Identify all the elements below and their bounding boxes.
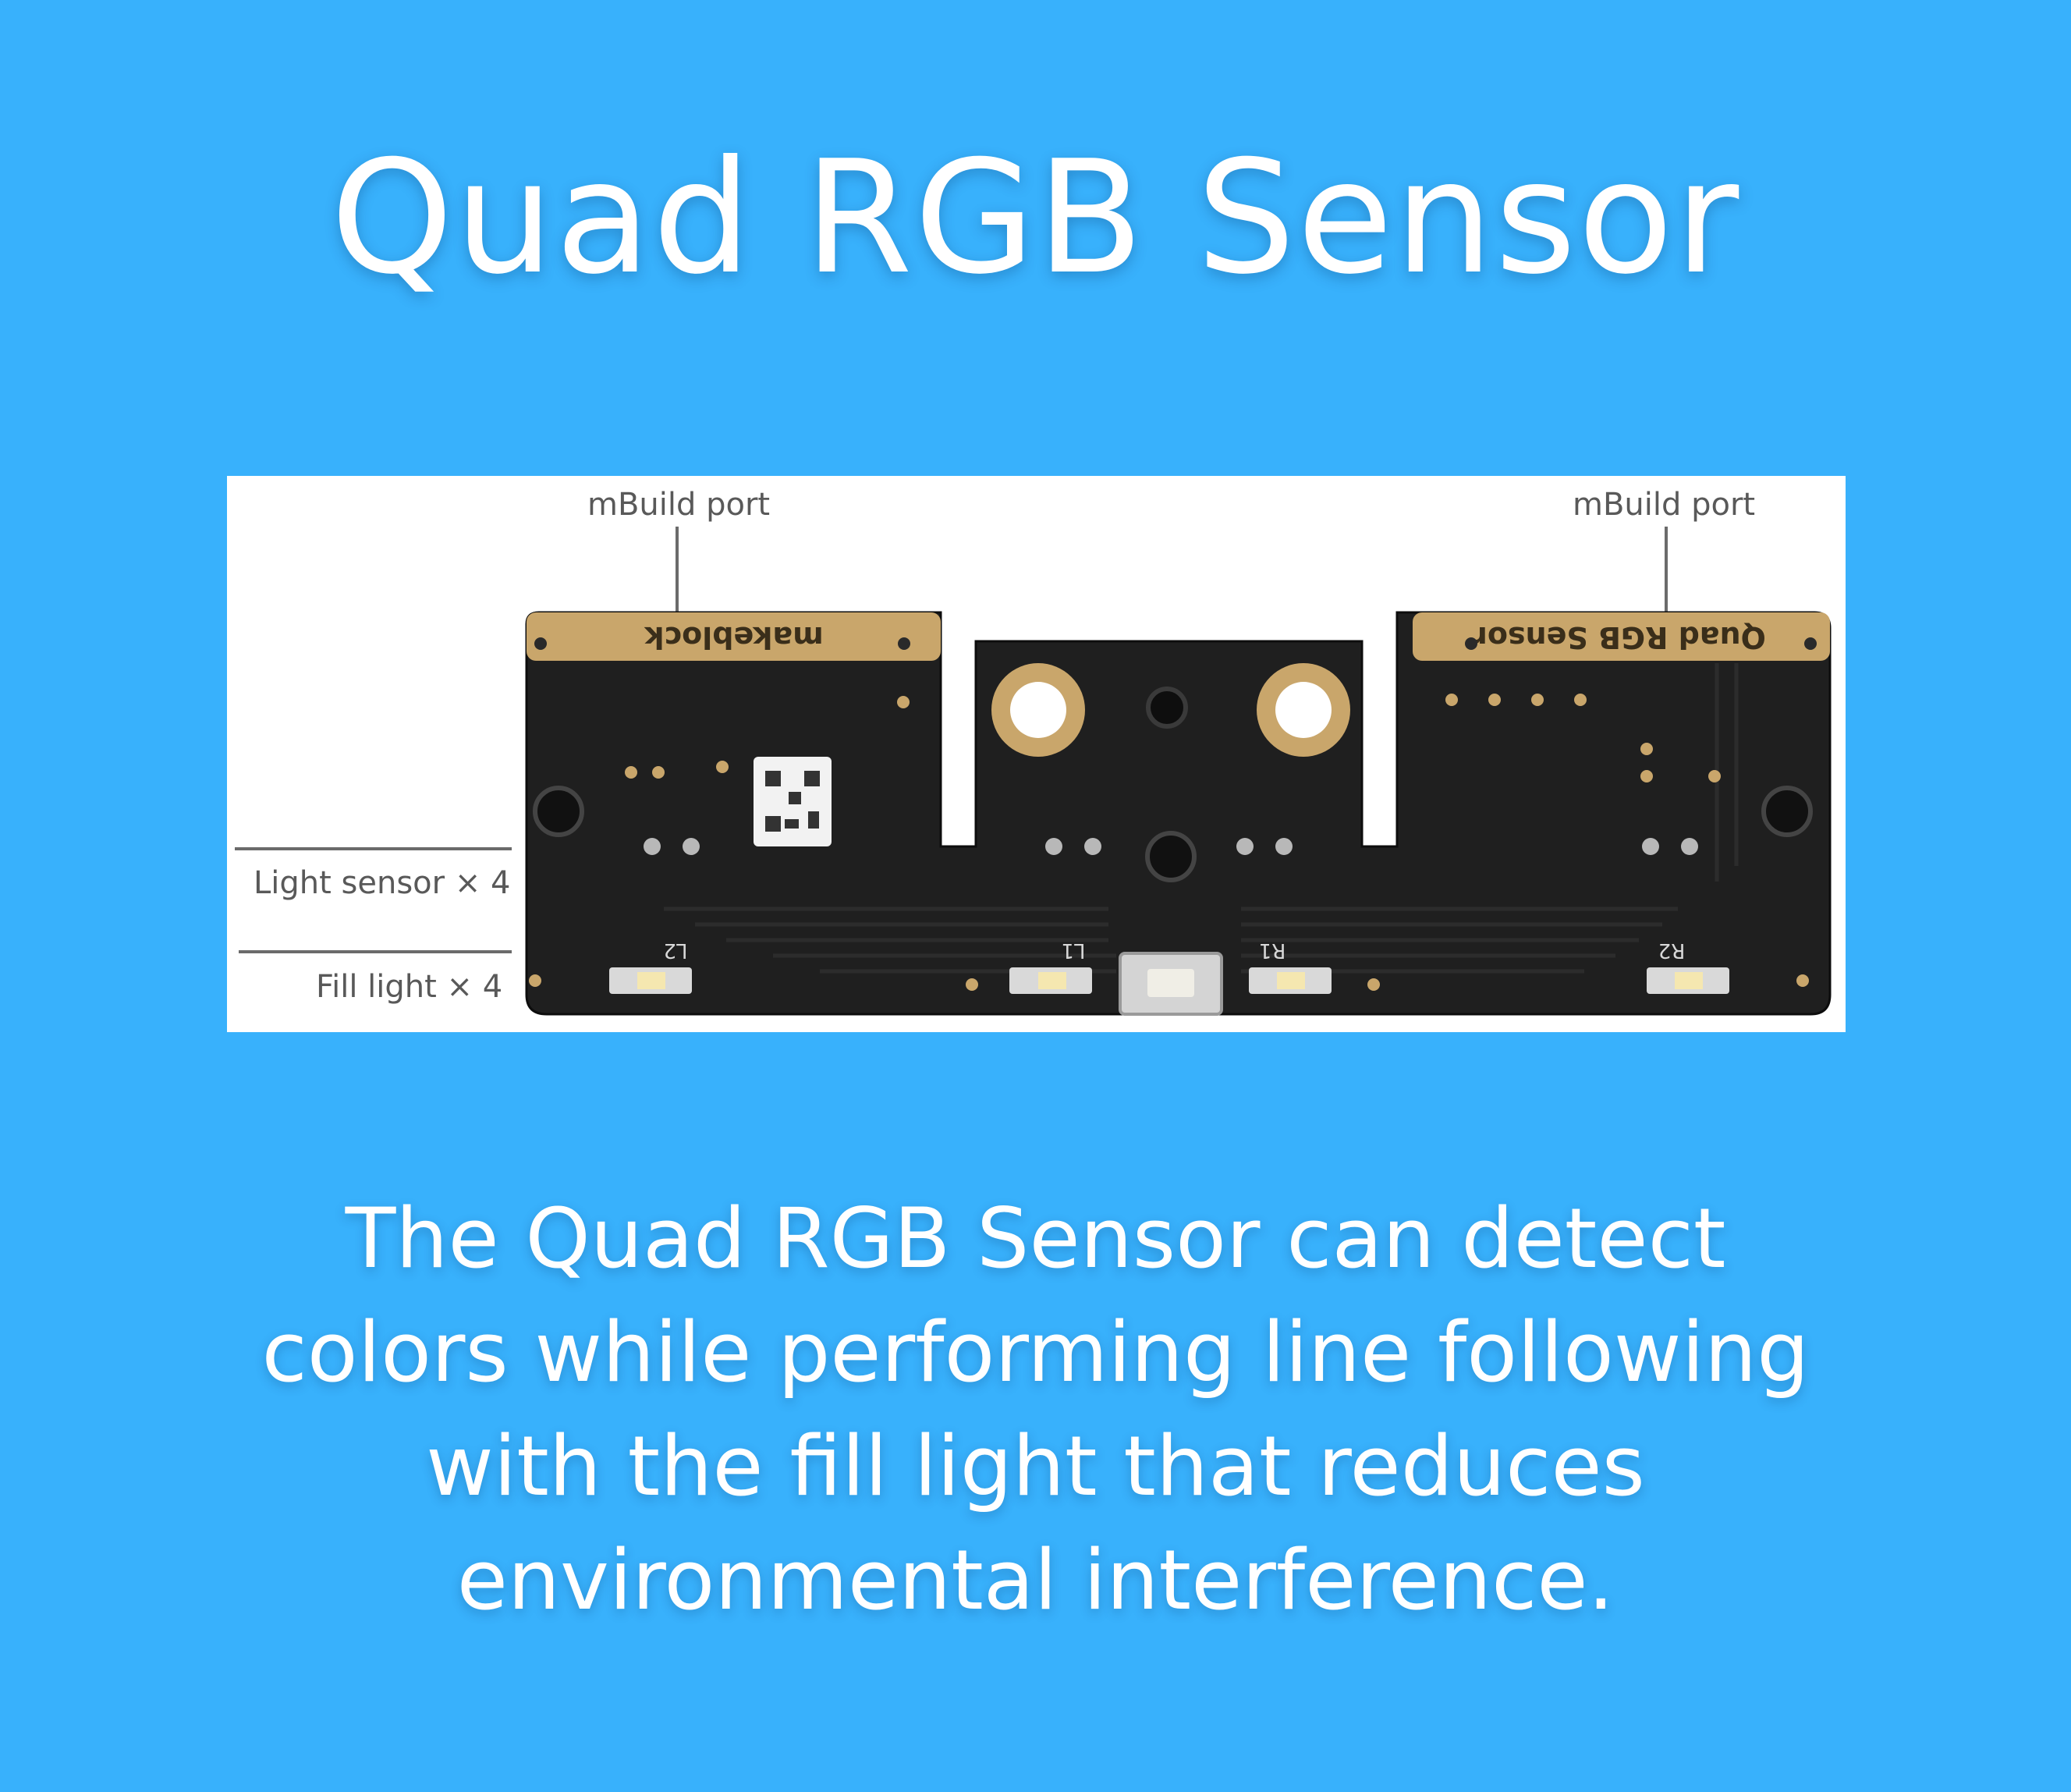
callout-fill-light: Fill light × 4 bbox=[316, 969, 503, 1005]
header-strip-left bbox=[527, 612, 941, 661]
screws bbox=[533, 786, 1813, 882]
header-label-left: makeblock bbox=[644, 620, 824, 655]
light-sensors bbox=[644, 838, 1698, 855]
page-title: Quad RGB Sensor bbox=[330, 127, 1741, 309]
fill-lights bbox=[609, 967, 1729, 994]
silkscreen-labels: L2 L1 R1 R2 bbox=[663, 939, 1685, 962]
sensor-board-illustration: makeblock Quad RGB Sensor bbox=[235, 527, 1832, 1016]
svg-text:L2: L2 bbox=[663, 939, 687, 962]
callout-port-left: mBuild port bbox=[587, 487, 771, 523]
header-label-right: Quad RGB Sensor bbox=[1473, 620, 1766, 655]
product-photo: makeblock Quad RGB Sensor bbox=[227, 476, 1846, 1032]
svg-text:R1: R1 bbox=[1259, 939, 1286, 962]
product-description: The Quad RGB Sensor can detect colors wh… bbox=[156, 1182, 1915, 1638]
callout-light-sensor: Light sensor × 4 bbox=[254, 865, 511, 901]
gold-pads bbox=[529, 694, 1809, 991]
description-line: The Quad RGB Sensor can detect bbox=[345, 1191, 1726, 1286]
pcb-traces bbox=[664, 663, 1739, 974]
description-line: environmental interference. bbox=[456, 1532, 1615, 1628]
callout-port-right: mBuild port bbox=[1573, 487, 1756, 523]
description-line: colors while performing line following bbox=[261, 1304, 1810, 1400]
svg-text:R2: R2 bbox=[1658, 939, 1686, 962]
description-line: with the fill light that reduces bbox=[426, 1418, 1645, 1514]
header-strip-right bbox=[1413, 612, 1830, 661]
svg-text:L1: L1 bbox=[1061, 939, 1085, 962]
